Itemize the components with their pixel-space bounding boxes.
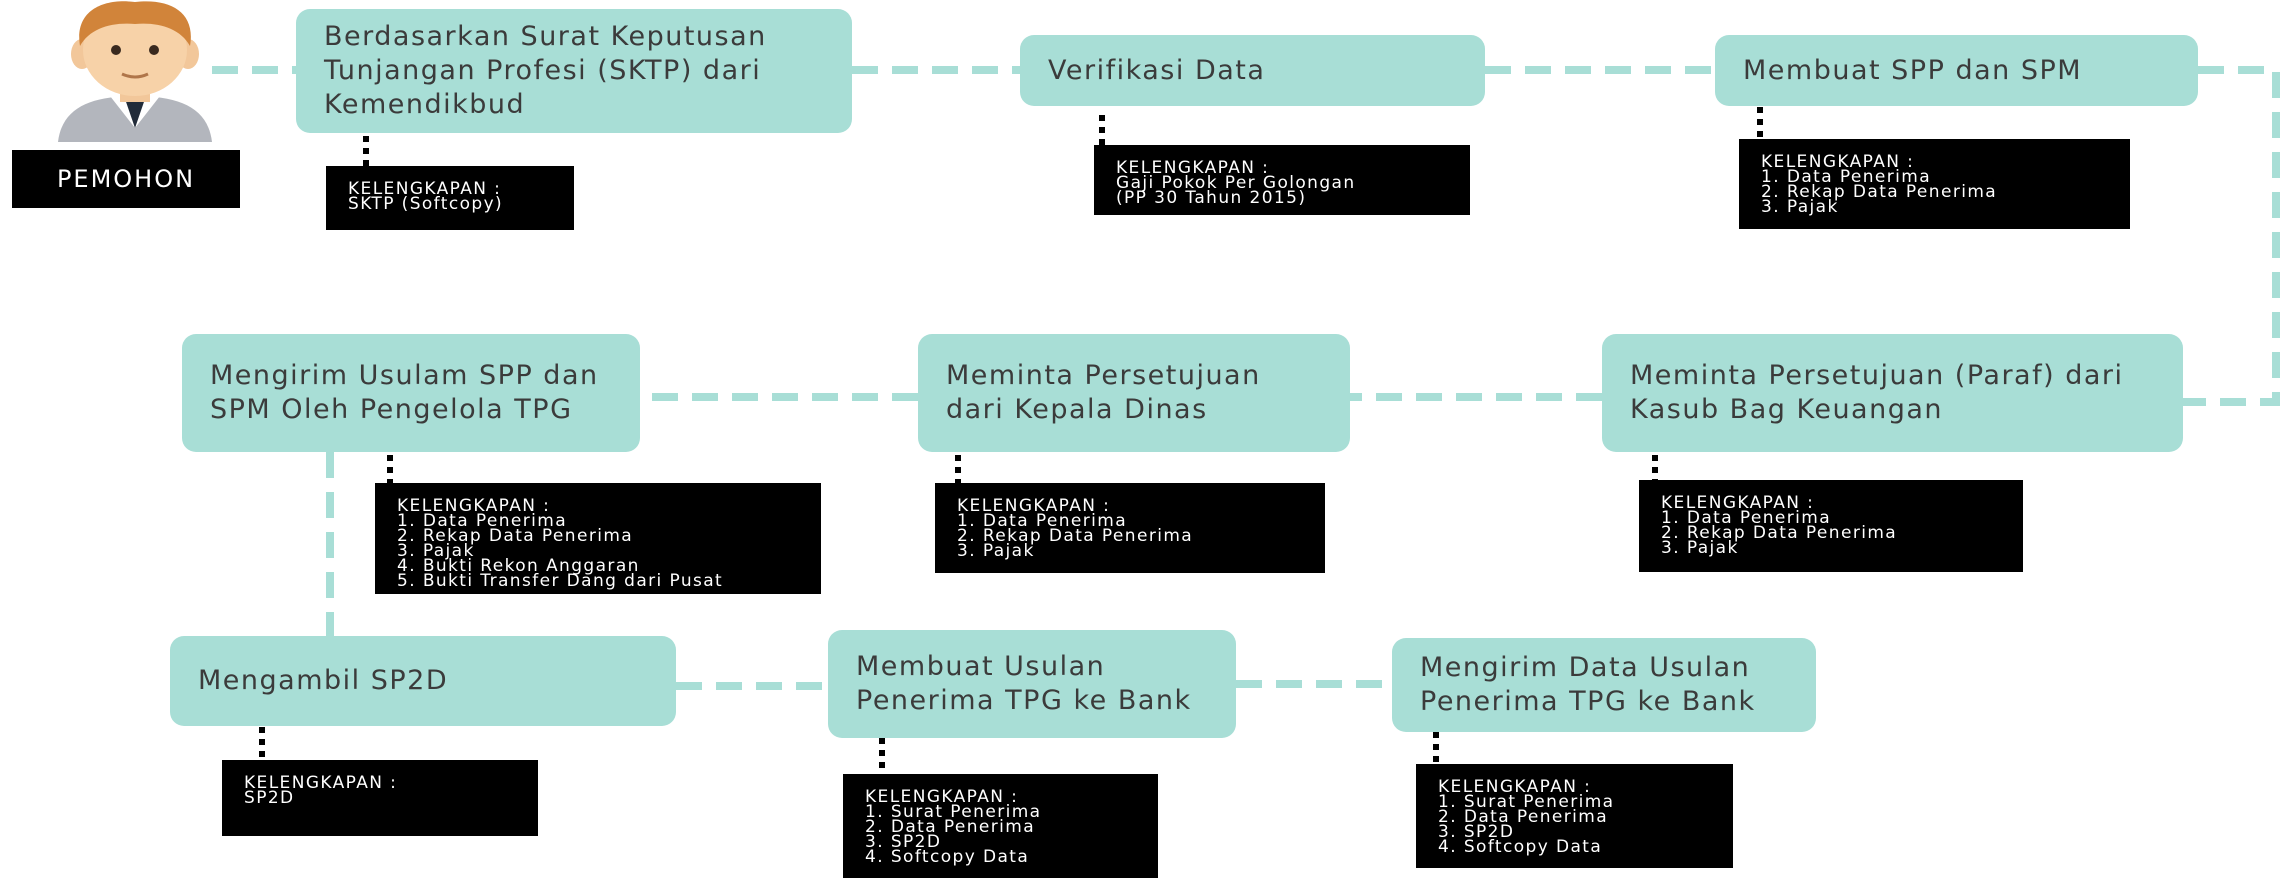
- user-avatar-icon: [58, 1, 212, 142]
- requirements-step-8: KELENGKAPAN : 1. Surat Penerima 2. Data …: [843, 774, 1158, 878]
- requirements-step-3: KELENGKAPAN : 1. Data Penerima 2. Rekap …: [1739, 139, 2130, 229]
- connector-step3-step4: [2183, 66, 2280, 406]
- requirements-step-9: KELENGKAPAN : 1. Surat Penerima 2. Data …: [1416, 764, 1733, 868]
- step-1-box: Berdasarkan Surat Keputusan Tunjangan Pr…: [296, 9, 852, 133]
- step-4-box: Meminta Persetujuan (Paraf) dari Kasub B…: [1602, 334, 2183, 452]
- step-5-box: Meminta Persetujuan dari Kepala Dinas: [918, 334, 1350, 452]
- requirements-step-4: KELENGKAPAN : 1. Data Penerima 2. Rekap …: [1639, 480, 2023, 572]
- step-9-box: Mengirim Data Usulan Penerima TPG ke Ban…: [1392, 638, 1816, 732]
- step-3-box: Membuat SPP dan SPM: [1715, 35, 2198, 106]
- requirements-step-1: KELENGKAPAN : SKTP (Softcopy): [326, 166, 574, 230]
- requirements-step-6: KELENGKAPAN : 1. Data Penerima 2. Rekap …: [375, 483, 821, 594]
- step-8-box: Membuat Usulan Penerima TPG ke Bank: [828, 630, 1236, 738]
- requirements-step-2: KELENGKAPAN : Gaji Pokok Per Golongan (P…: [1094, 145, 1470, 215]
- step-2-box: Verifikasi Data: [1020, 35, 1485, 106]
- step-6-box: Mengirim Usulam SPP dan SPM Oleh Pengelo…: [182, 334, 640, 452]
- requirements-step-5: KELENGKAPAN : 1. Data Penerima 2. Rekap …: [935, 483, 1325, 573]
- requirements-step-7: KELENGKAPAN : SP2D: [222, 760, 538, 836]
- applicant-label: PEMOHON: [12, 150, 240, 208]
- step-7-box: Mengambil SP2D: [170, 636, 676, 726]
